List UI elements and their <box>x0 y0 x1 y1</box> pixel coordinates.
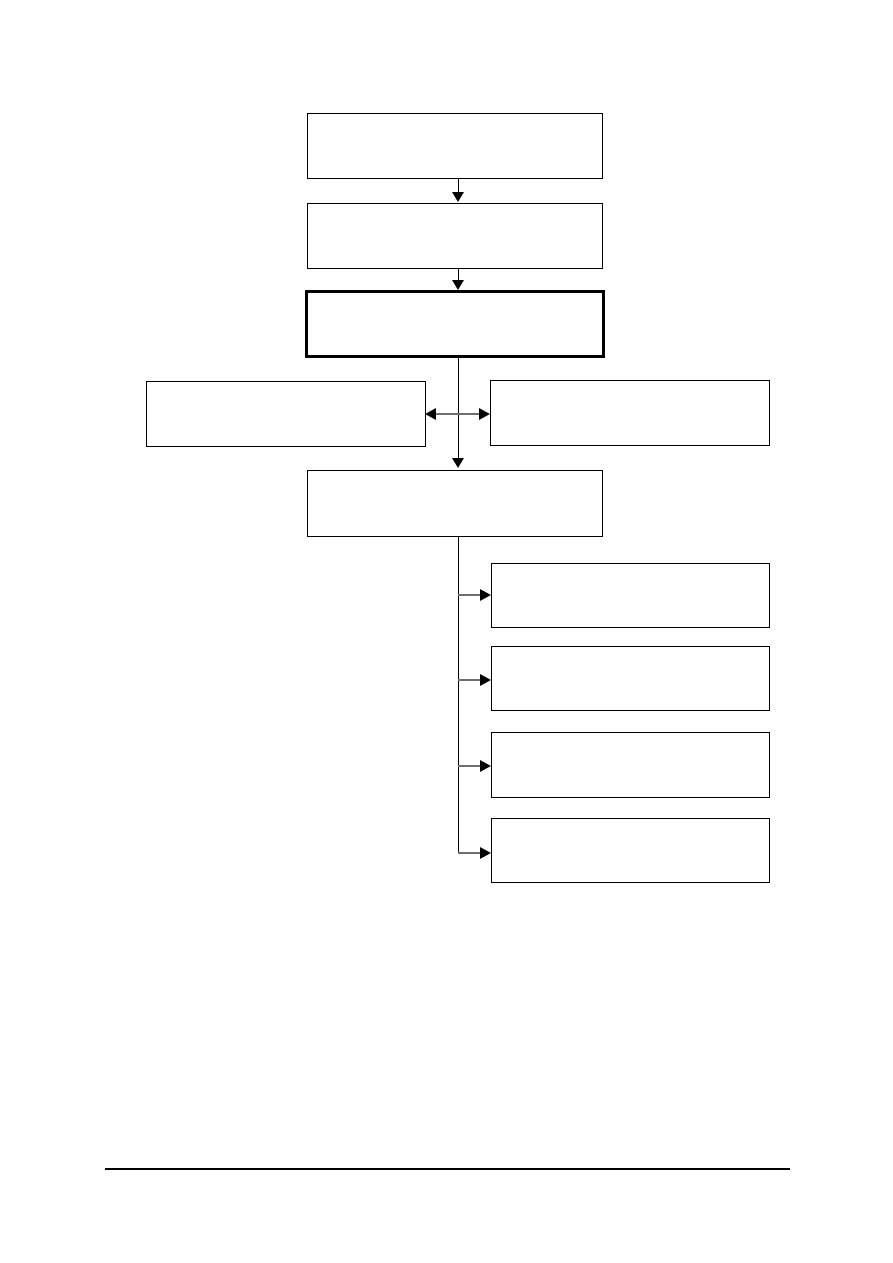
edge-n6-n10-arrowhead <box>480 847 491 859</box>
edge-n6-n9-line <box>458 765 484 767</box>
edge-n2-n3-line <box>458 269 459 283</box>
edge-n6-n9-arrowhead <box>480 760 491 772</box>
edge-n6-n10-line <box>458 852 484 854</box>
flowchart-node-n2[interactable] <box>307 203 603 269</box>
flowchart-node-n7-branch-1[interactable] <box>491 563 770 628</box>
flowchart-node-n3-emphasis[interactable] <box>305 290 605 358</box>
flowchart-node-n6[interactable] <box>307 470 603 537</box>
flowchart-node-n4-left[interactable] <box>146 381 426 447</box>
edge-n6-n8-arrowhead <box>480 674 491 686</box>
edge-n6-n7-line <box>458 594 484 596</box>
edge-n4-n5-line <box>430 413 488 415</box>
edge-n3-n6-line <box>458 358 459 461</box>
edge-n4-n5-arrowhead-left <box>425 408 436 420</box>
footer-rule <box>105 1168 790 1170</box>
flowchart-node-n9-branch-3[interactable] <box>491 732 770 798</box>
flowchart-node-n1[interactable] <box>307 113 603 179</box>
edge-n6-n7-arrowhead <box>480 589 491 601</box>
edge-n6-n8-line <box>458 679 484 681</box>
edge-n1-n2-line <box>458 179 459 194</box>
flowchart-node-n5-right[interactable] <box>490 380 770 446</box>
edge-n1-n2-arrowhead <box>452 192 464 202</box>
branch-trunk-line <box>458 537 459 854</box>
edge-n2-n3-arrowhead <box>452 280 464 290</box>
flowchart-node-n8-branch-2[interactable] <box>491 646 770 711</box>
flowchart-node-n10-branch-4[interactable] <box>491 818 770 883</box>
edge-n4-n5-arrowhead-right <box>479 408 490 420</box>
edge-n3-n6-arrowhead <box>452 458 464 468</box>
